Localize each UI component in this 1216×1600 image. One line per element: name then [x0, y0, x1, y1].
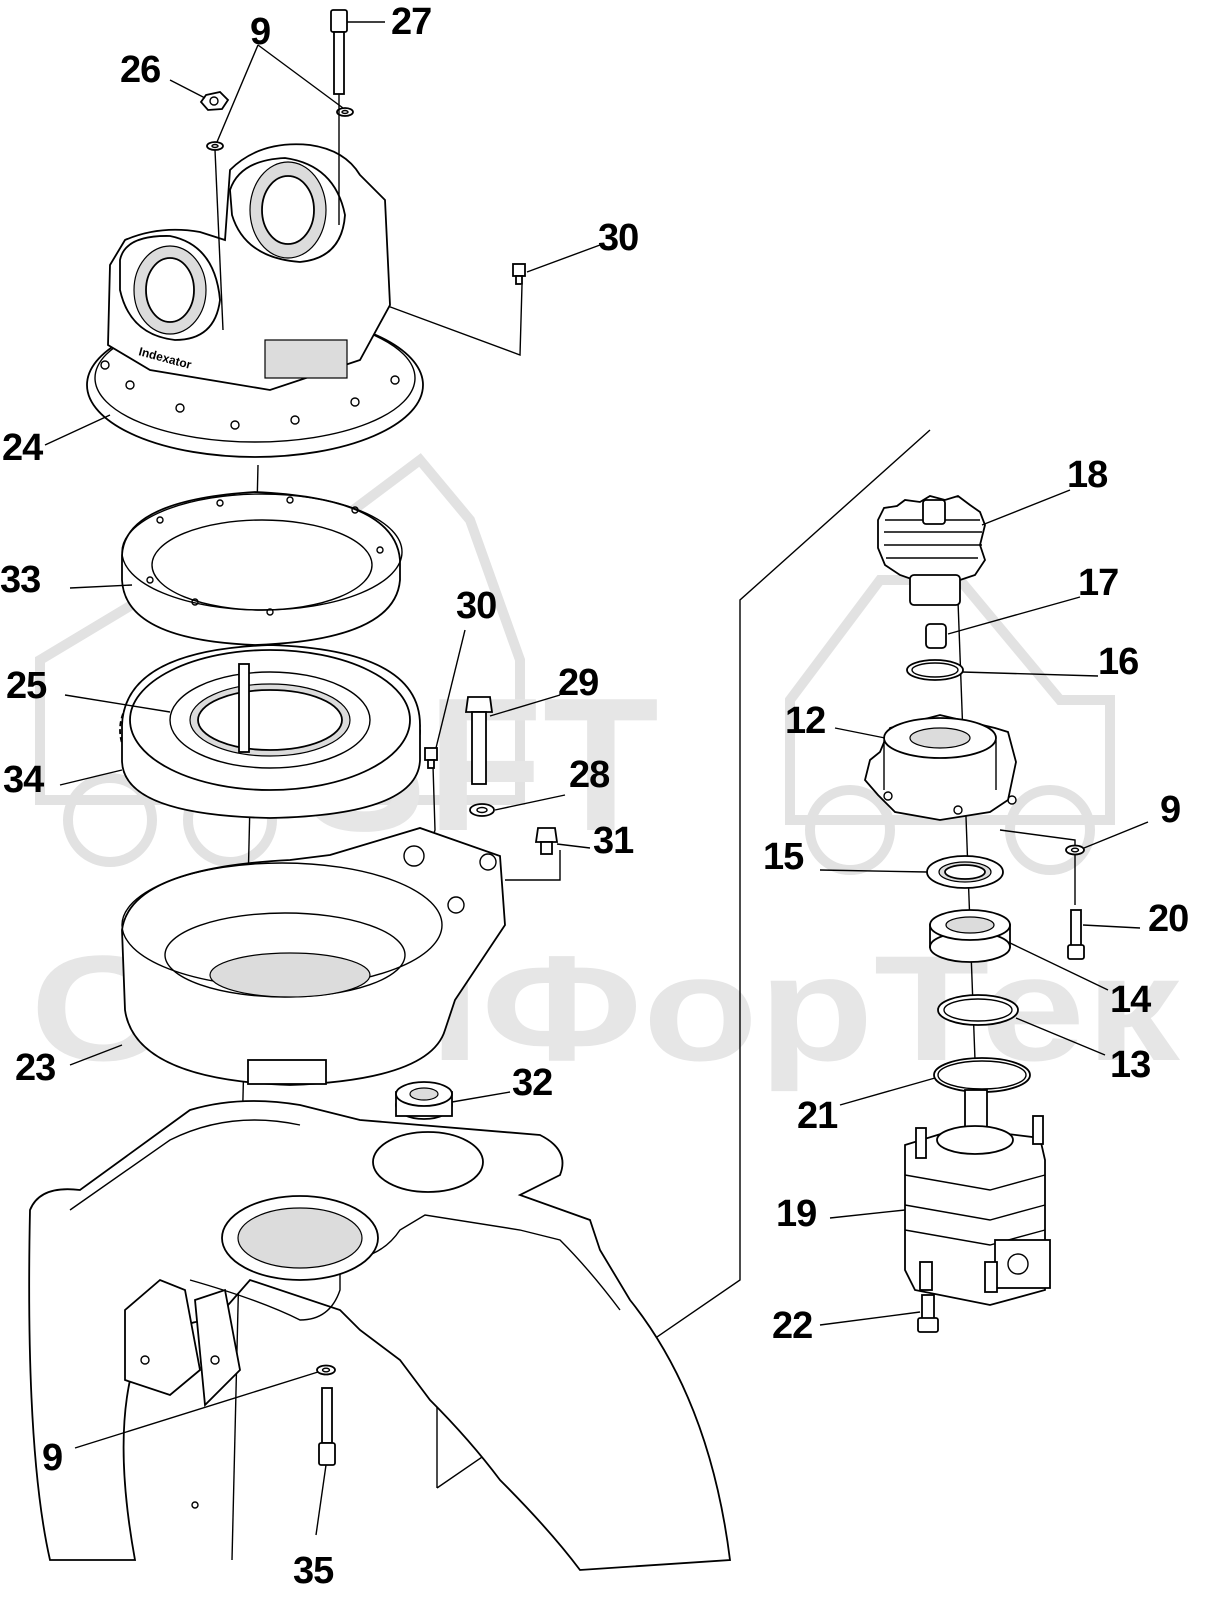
- callout-17: 17: [1078, 562, 1118, 604]
- callout-9-bottom: 9: [42, 1437, 62, 1479]
- boom-frame: [28, 1100, 732, 1571]
- callout-34: 34: [3, 759, 44, 801]
- part-17-key: [925, 623, 947, 649]
- part-20-bolt: [1067, 909, 1085, 960]
- part-21-o-ring: [933, 1057, 1031, 1093]
- callout-27: 27: [391, 1, 431, 43]
- part-25-bolt: [238, 663, 250, 753]
- callout-15: 15: [763, 836, 804, 878]
- part-30-grease-nipple-ring: [424, 747, 438, 769]
- callout-21: 21: [797, 1095, 838, 1137]
- part-27-bolt: [330, 9, 348, 225]
- part-22-bolt: [917, 1294, 939, 1333]
- part-33-spacer-ring: [121, 491, 403, 646]
- callout-23: 23: [15, 1047, 55, 1089]
- part-35-bolt: [318, 1387, 336, 1466]
- callout-26: 26: [120, 49, 160, 91]
- part-9-washer-right-column: [1065, 844, 1085, 856]
- part-31-bolt: [534, 827, 559, 855]
- callout-18: 18: [1067, 454, 1107, 496]
- callout-28: 28: [569, 754, 609, 796]
- part-19-hydraulic-motor: [904, 1089, 1051, 1306]
- callout-9-right: 9: [1160, 789, 1180, 831]
- callout-12: 12: [785, 700, 825, 742]
- part-28-washer: [469, 803, 495, 817]
- callout-35: 35: [293, 1550, 334, 1592]
- callout-9-top: 9: [250, 11, 270, 53]
- bolt-axis-left: [214, 149, 224, 331]
- callout-14: 14: [1110, 979, 1151, 1021]
- part-15-seal: [926, 855, 1004, 889]
- callout-19: 19: [776, 1193, 816, 1235]
- part-18-pinion-gear: [877, 495, 986, 606]
- callout-labels: 27 9 26 30 24 18 33 17 30 16 25 29 12 34…: [0, 1, 1189, 1592]
- part-14-bearing: [929, 909, 1011, 963]
- callout-33: 33: [0, 559, 40, 601]
- callout-30-ring: 30: [456, 585, 496, 627]
- part-13-circlip: [937, 994, 1019, 1026]
- callout-29: 29: [558, 662, 598, 704]
- callout-25: 25: [6, 665, 47, 707]
- part-16-retaining-ring: [906, 659, 964, 681]
- part-23-gear-housing: [121, 827, 506, 1086]
- part-24-rotator-housing: Indexator: [86, 143, 424, 458]
- part-30-grease-nipple-top: [512, 263, 526, 285]
- part-9-washer-bottom: [316, 1364, 336, 1376]
- part-12-motor-flange: [864, 714, 1017, 821]
- part-29-bolt: [464, 696, 494, 785]
- callout-16: 16: [1098, 641, 1138, 683]
- part-9-washer-left: [206, 141, 224, 151]
- part-34-slew-ring-gear: [119, 644, 421, 819]
- part-32-bearing: [395, 1081, 453, 1120]
- callout-31: 31: [593, 820, 634, 862]
- callout-13: 13: [1110, 1044, 1150, 1086]
- callout-32: 32: [512, 1062, 552, 1104]
- part-9-washer-right: [336, 107, 354, 117]
- callout-20: 20: [1148, 898, 1188, 940]
- callout-30-top: 30: [598, 217, 638, 259]
- callout-leader-lines: [44, 21, 1149, 1536]
- callout-22: 22: [772, 1305, 812, 1347]
- part-26-nut: [199, 91, 230, 111]
- callout-24: 24: [2, 427, 43, 469]
